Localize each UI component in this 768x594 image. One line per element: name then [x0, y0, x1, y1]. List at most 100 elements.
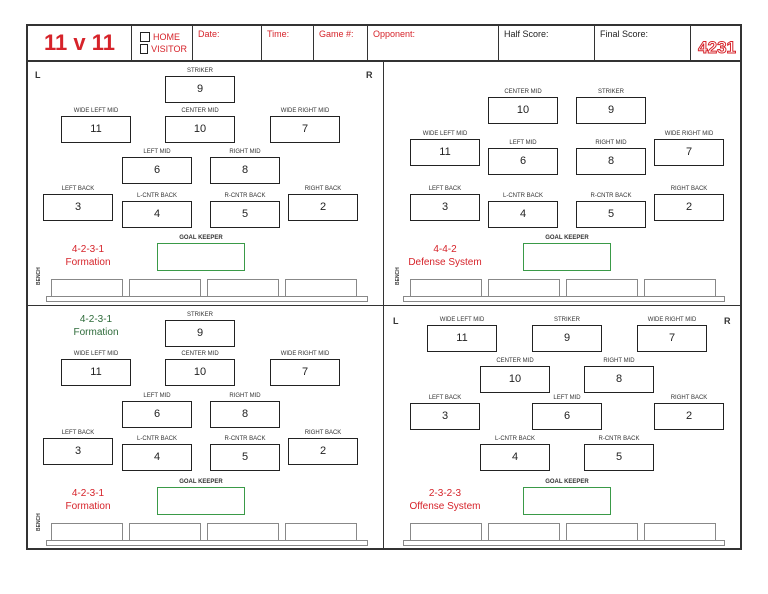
bench-slot[interactable]	[285, 523, 357, 541]
goalkeeper-label: GOAL KEEPER	[179, 235, 223, 241]
position-number-box[interactable]: 5	[576, 201, 646, 228]
position-number-box[interactable]: 9	[532, 325, 602, 352]
position-number-box[interactable]: 7	[637, 325, 707, 352]
position-number-box[interactable]: 10	[165, 359, 235, 386]
position-number-box[interactable]: 2	[288, 194, 358, 221]
game-number-label: Game #:	[319, 29, 354, 39]
position-number-box[interactable]: 5	[584, 444, 654, 471]
position-number-box[interactable]: 6	[122, 401, 192, 428]
bench-slot[interactable]	[644, 523, 716, 541]
bench-slot[interactable]	[129, 523, 201, 541]
bench-slot[interactable]	[410, 523, 482, 541]
position-number-box[interactable]: 4	[122, 201, 192, 228]
goalkeeper-slot: GOAL KEEPER	[523, 477, 611, 515]
position-number-box[interactable]: 3	[410, 403, 480, 430]
bench-bar	[46, 296, 368, 302]
position-number-box[interactable]: 4	[488, 201, 558, 228]
bench-slot[interactable]	[207, 523, 279, 541]
position-number-box[interactable]: 4	[122, 444, 192, 471]
position-number-box[interactable]: 11	[61, 116, 131, 143]
position-number-box[interactable]: 4	[480, 444, 550, 471]
position-number-box[interactable]: 8	[210, 401, 280, 428]
bench-slot[interactable]	[488, 523, 560, 541]
position-number-box[interactable]: 6	[488, 148, 558, 175]
bench-slot[interactable]	[566, 279, 638, 297]
bench-slot[interactable]	[51, 523, 123, 541]
position-number-box[interactable]: 9	[576, 97, 646, 124]
position-number-box[interactable]: 11	[410, 139, 480, 166]
position-right-back: RIGHT BACK 2	[654, 185, 724, 221]
goalkeeper-box[interactable]	[157, 243, 245, 271]
goalkeeper-box[interactable]	[523, 243, 611, 271]
position-label: RIGHT BACK	[670, 186, 708, 192]
position-number-box[interactable]: 10	[480, 366, 550, 393]
half-score-field[interactable]: Half Score:	[499, 26, 595, 60]
game-number-field[interactable]: Game #:	[314, 26, 368, 60]
bench-slot[interactable]	[285, 279, 357, 297]
position-wide-right-mid: WIDE RIGHT MID 7	[654, 130, 724, 166]
position-number-box[interactable]: 3	[43, 194, 113, 221]
position-number-box[interactable]: 3	[43, 438, 113, 465]
visitor-option[interactable]: VISITOR	[140, 44, 187, 55]
bench-slot[interactable]	[129, 279, 201, 297]
opponent-field[interactable]: Opponent:	[368, 26, 499, 60]
position-number-box[interactable]: 9	[165, 76, 235, 103]
position-label: LEFT BACK	[428, 395, 462, 401]
position-number-box[interactable]: 7	[654, 139, 724, 166]
home-checkbox[interactable]	[140, 32, 150, 42]
position-number-box[interactable]: 6	[532, 403, 602, 430]
formation-name: 2-3-2-3	[428, 488, 462, 499]
bench-slot[interactable]	[566, 523, 638, 541]
goalkeeper-box[interactable]	[157, 487, 245, 515]
bench-label: BENCH	[36, 267, 42, 285]
bench-label: BENCH	[36, 513, 42, 531]
position-number-box[interactable]: 5	[210, 444, 280, 471]
position-number-box[interactable]: 8	[576, 148, 646, 175]
goalkeeper-label: GOAL KEEPER	[545, 235, 589, 241]
date-field[interactable]: Date:	[193, 26, 262, 60]
position-number-box[interactable]: 8	[584, 366, 654, 393]
position-number-box[interactable]: 2	[288, 438, 358, 465]
position-number-box[interactable]: 10	[488, 97, 558, 124]
position-number-box[interactable]: 7	[270, 116, 340, 143]
position-number-box[interactable]: 7	[270, 359, 340, 386]
position-label: WIDE RIGHT MID	[664, 131, 714, 137]
position-number-box[interactable]: 2	[654, 194, 724, 221]
position-number-box[interactable]: 8	[210, 157, 280, 184]
side-left-marker: L	[35, 70, 41, 80]
position-label: STRIKER	[186, 312, 213, 318]
position-number-box[interactable]: 10	[165, 116, 235, 143]
position-number-box[interactable]: 5	[210, 201, 280, 228]
position-number-box[interactable]: 3	[410, 194, 480, 221]
bench-slots	[410, 523, 716, 541]
position-label: RIGHT MID	[603, 358, 635, 364]
position-label: WIDE RIGHT MID	[647, 317, 697, 323]
bench-slot[interactable]	[51, 279, 123, 297]
position-number-box[interactable]: 11	[61, 359, 131, 386]
goalkeeper-box[interactable]	[523, 487, 611, 515]
position-number-box[interactable]: 11	[427, 325, 497, 352]
position-number-box[interactable]: 2	[654, 403, 724, 430]
formation-type: Formation	[65, 257, 111, 268]
home-option[interactable]: HOME	[140, 32, 187, 43]
bench-slot[interactable]	[207, 279, 279, 297]
position-number-box[interactable]: 9	[165, 320, 235, 347]
bench-slot[interactable]	[644, 279, 716, 297]
formation-type: Offense System	[409, 501, 481, 512]
bench-slot[interactable]	[488, 279, 560, 297]
time-field[interactable]: Time:	[262, 26, 314, 60]
final-score-field[interactable]: Final Score:	[595, 26, 691, 60]
bench-slot[interactable]	[410, 279, 482, 297]
position-number-box[interactable]: 6	[122, 157, 192, 184]
position-label: LEFT BACK	[61, 430, 95, 436]
visitor-checkbox[interactable]	[140, 44, 149, 54]
